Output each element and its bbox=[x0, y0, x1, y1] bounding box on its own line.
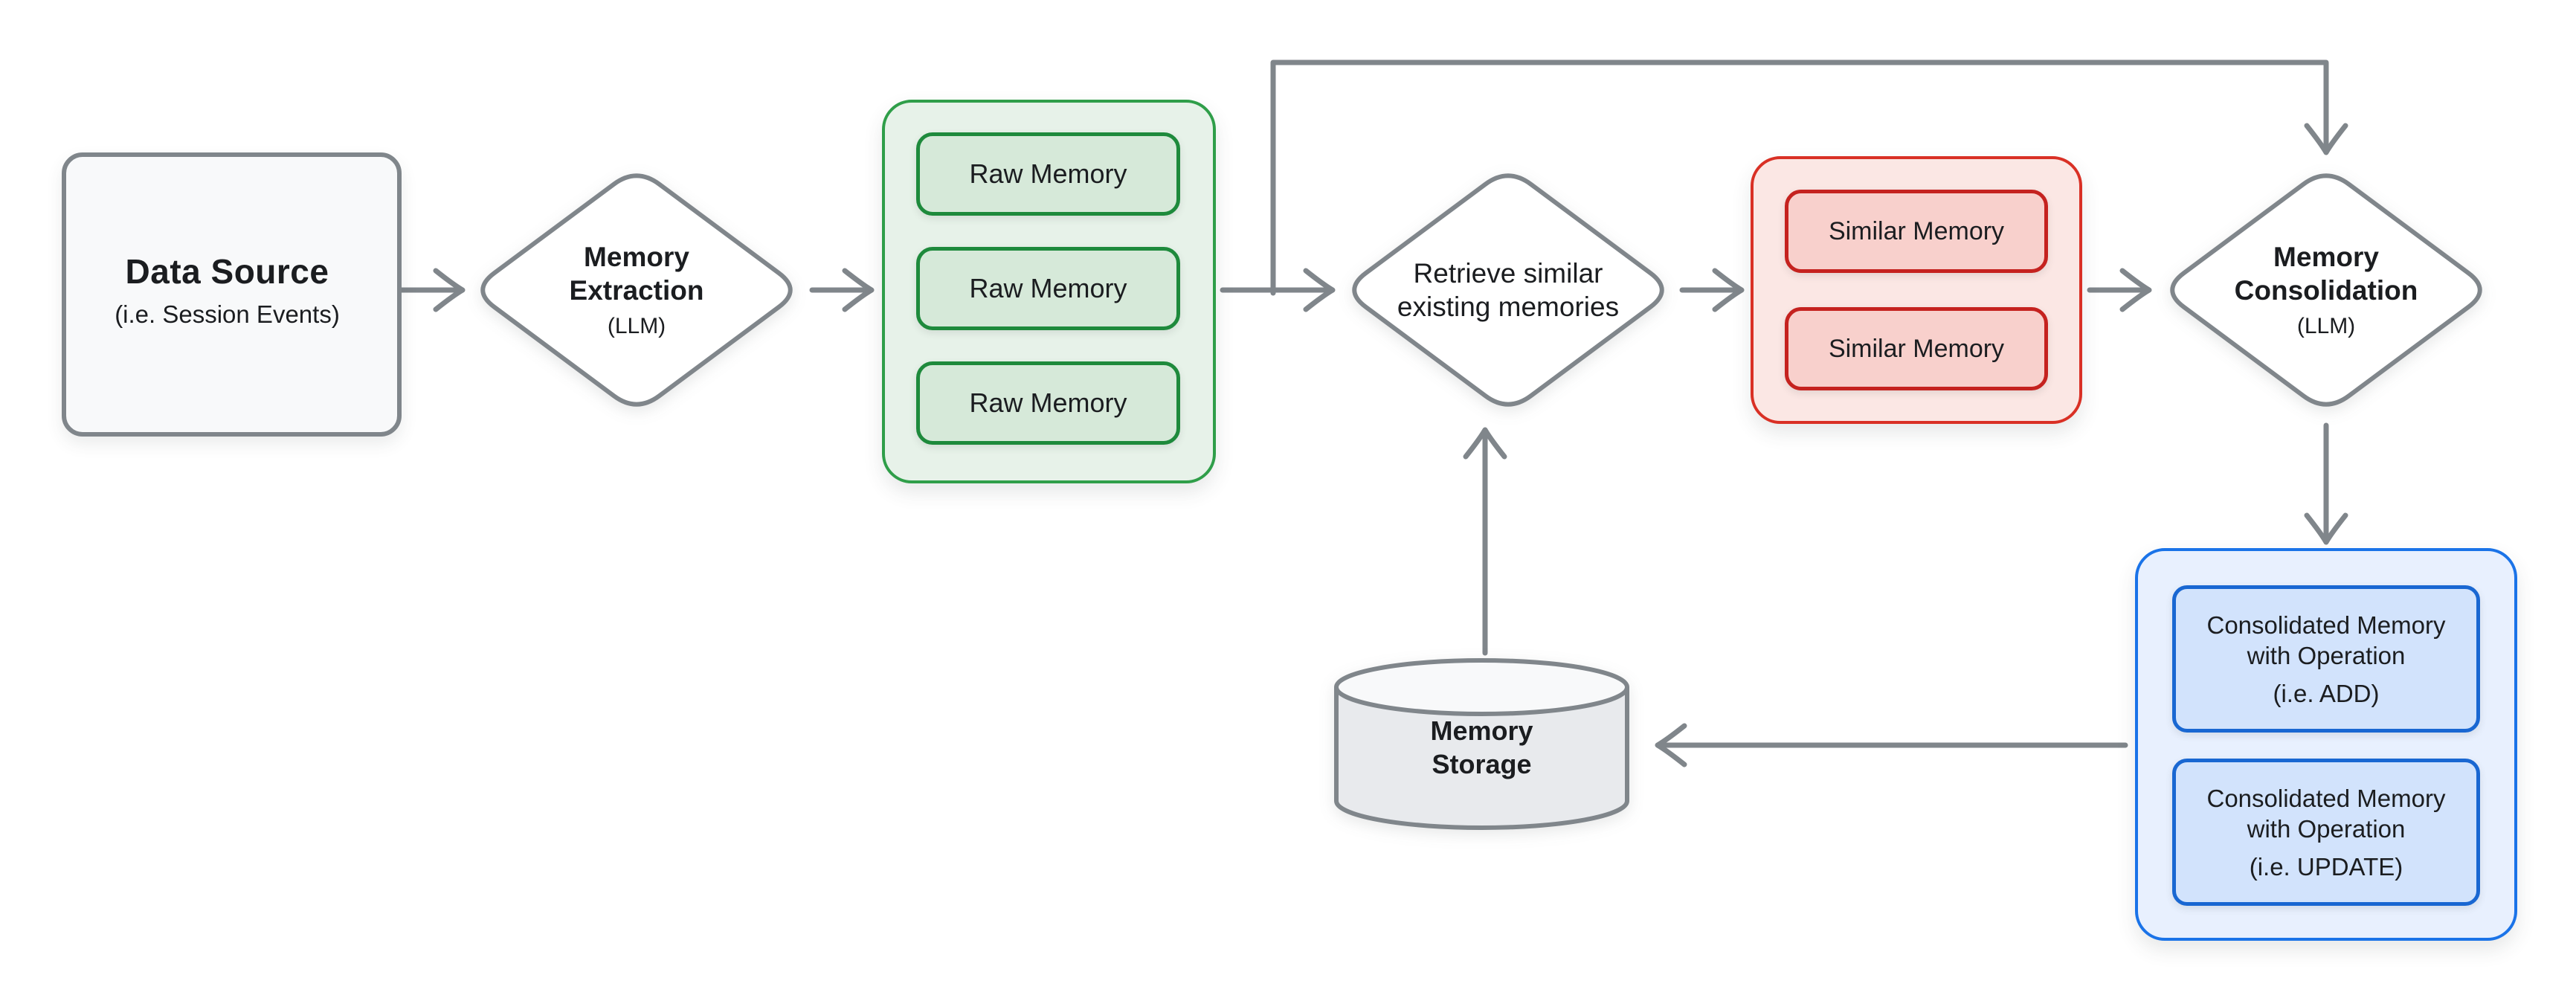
raw-memory-chip-2: Raw Memory bbox=[916, 247, 1180, 330]
similar-memory-chip-2: Similar Memory bbox=[1785, 307, 2048, 390]
consolidated-memory-subtitle-update: (i.e. UPDATE) bbox=[2249, 853, 2403, 881]
memory-extraction-diamond bbox=[480, 173, 793, 407]
raw-memory-chip-3: Raw Memory bbox=[916, 361, 1180, 445]
memory-storage-title: Memory Storage bbox=[1430, 715, 1533, 779]
similar-memory-label-2: Similar Memory bbox=[1828, 334, 2005, 363]
raw-memory-chip-1: Raw Memory bbox=[916, 132, 1180, 216]
memory-storage-cylinder bbox=[1334, 658, 1629, 830]
similar-memory-chip-1: Similar Memory bbox=[1785, 190, 2048, 273]
memory-extraction-subtitle: (LLM) bbox=[607, 313, 666, 338]
memory-consolidation-subtitle: (LLM) bbox=[2296, 313, 2356, 338]
data-source-node bbox=[62, 152, 402, 437]
consolidated-memory-chip-add: Consolidated Memory with Operation (i.e.… bbox=[2172, 585, 2480, 733]
raw-memory-label-3: Raw Memory bbox=[969, 387, 1127, 418]
consolidated-memory-subtitle-add: (i.e. ADD) bbox=[2273, 680, 2380, 708]
consolidated-memory-title-update: Consolidated Memory with Operation bbox=[2206, 784, 2446, 843]
data-source-subtitle: (i.e. Session Events) bbox=[115, 300, 340, 328]
raw-memory-label-1: Raw Memory bbox=[969, 158, 1127, 189]
retrieve-title: Retrieve similar existing memories bbox=[1397, 257, 1620, 322]
retrieve-diamond bbox=[1352, 173, 1664, 407]
data-source-title: Data Source bbox=[125, 251, 329, 291]
raw-memory-label-2: Raw Memory bbox=[969, 273, 1127, 303]
memory-consolidation-title: Memory Consolidation bbox=[2234, 241, 2418, 306]
line-bypass-top bbox=[1270, 59, 2329, 296]
consolidated-memory-chip-update: Consolidated Memory with Operation (i.e.… bbox=[2172, 759, 2480, 906]
similar-memory-label-1: Similar Memory bbox=[1828, 216, 2005, 245]
consolidated-memory-title-add: Consolidated Memory with Operation bbox=[2206, 611, 2446, 669]
memory-consolidation-diamond bbox=[2170, 173, 2482, 407]
memory-extraction-title: Memory Extraction bbox=[569, 241, 704, 306]
